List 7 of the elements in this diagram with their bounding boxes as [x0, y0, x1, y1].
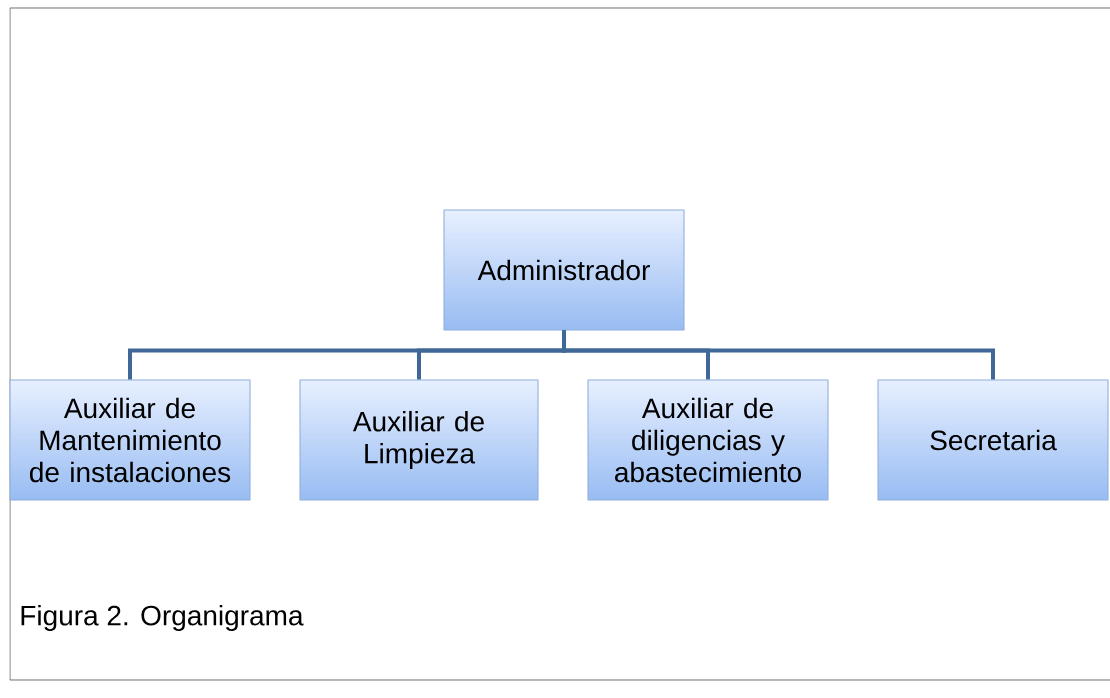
org-box: Auxiliar de Mantenimiento de instalaciones: [9, 379, 251, 501]
org-box: Secretaria: [877, 379, 1109, 501]
org-box: Auxiliar de diligencias y abastecimiento: [587, 379, 829, 501]
org-box: Auxiliar de Limpieza: [299, 379, 539, 501]
org-box: Administrador: [443, 209, 685, 331]
connector-line: [562, 330, 995, 380]
caption: Figura 2. Organigrama: [21, 604, 304, 632]
